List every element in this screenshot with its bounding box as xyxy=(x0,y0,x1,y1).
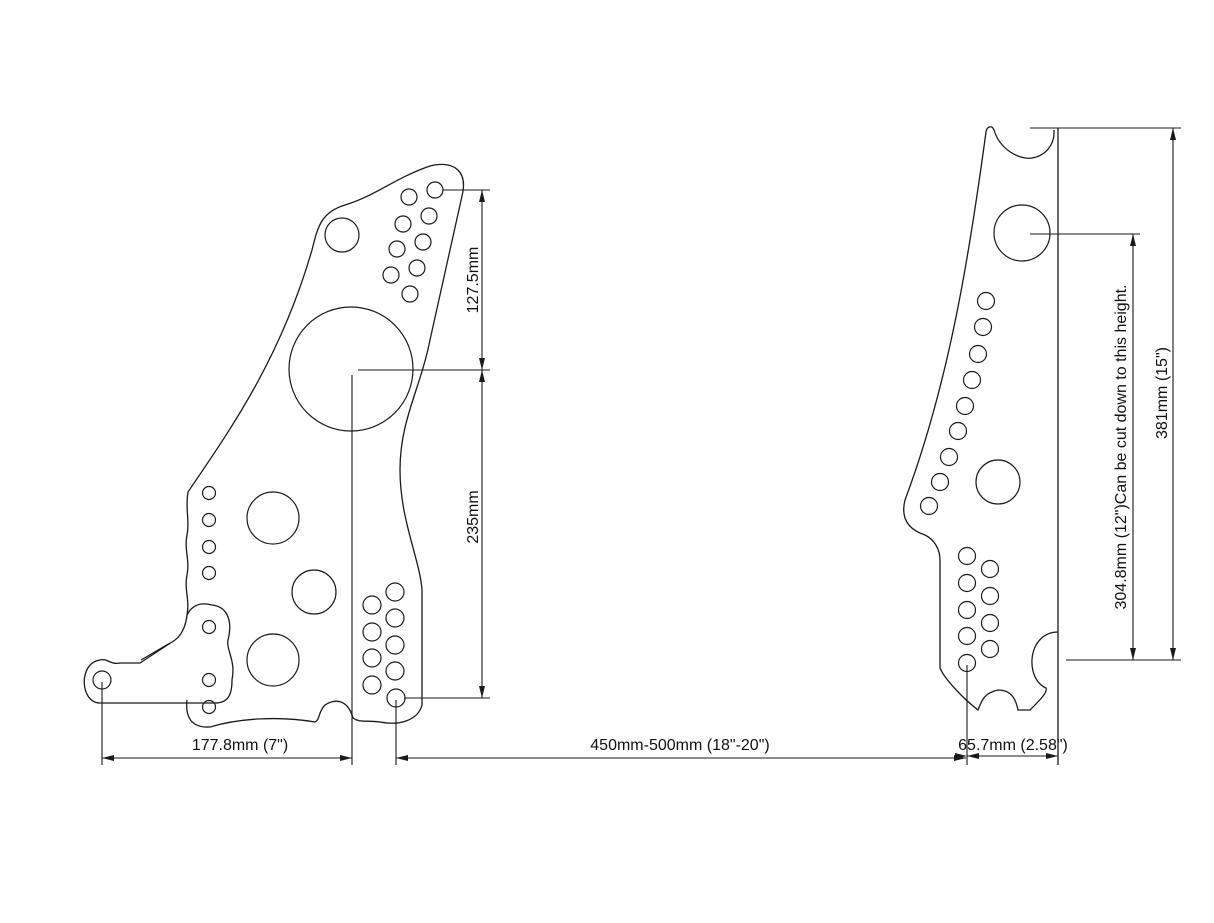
hole xyxy=(400,188,418,206)
left-bracket-arm-chamfer xyxy=(140,642,171,661)
hole xyxy=(414,233,432,251)
hole xyxy=(401,285,419,303)
right-bracket-outline xyxy=(903,126,1059,712)
hole xyxy=(201,619,217,635)
hole xyxy=(408,259,426,277)
hole-medium xyxy=(993,204,1051,262)
hole xyxy=(930,472,950,492)
dimension-304-8: 304.8mm (12")Can be cut down to this hei… xyxy=(1113,285,1130,610)
hole xyxy=(420,207,438,225)
hole xyxy=(362,675,382,695)
hole xyxy=(957,626,977,646)
hole-medium xyxy=(975,459,1021,505)
hole xyxy=(201,512,217,528)
span-dimension xyxy=(396,755,966,761)
hole xyxy=(388,240,406,258)
left-dimensions xyxy=(101,189,490,765)
dimension-235: 235mm xyxy=(465,490,482,543)
hole-medium xyxy=(291,569,337,615)
hole xyxy=(957,573,977,593)
hole-medium xyxy=(246,633,300,687)
hole xyxy=(980,613,1000,633)
dimension-177-8: 177.8mm (7") xyxy=(192,737,288,754)
hole xyxy=(385,582,405,602)
hole-large xyxy=(288,306,414,432)
right-bracket xyxy=(903,126,1059,765)
hole xyxy=(973,317,993,337)
hole xyxy=(201,672,217,688)
left-bracket-edge xyxy=(185,491,189,616)
hole xyxy=(385,608,405,628)
hole xyxy=(976,291,996,311)
right-bracket-top-notch xyxy=(993,129,1055,159)
hole xyxy=(201,565,217,581)
hole xyxy=(962,370,982,390)
hole xyxy=(385,661,405,681)
hole xyxy=(385,635,405,655)
hole xyxy=(980,559,1000,579)
dimension-65-7: 65.7mm (2.58") xyxy=(958,737,1068,754)
hole xyxy=(382,266,400,284)
hole xyxy=(426,181,444,199)
hole xyxy=(201,699,217,715)
left-bracket-arm xyxy=(83,603,234,704)
hole xyxy=(948,421,968,441)
hole xyxy=(980,586,1000,606)
left-bracket xyxy=(83,163,464,728)
dimension-450-500: 450mm-500mm (18"-20") xyxy=(590,737,769,754)
hole xyxy=(939,447,959,467)
dimension-381: 381mm (15") xyxy=(1154,347,1171,439)
dimension-127-5: 127.5mm xyxy=(465,247,482,314)
hole xyxy=(968,344,988,364)
hole xyxy=(201,485,217,501)
hole xyxy=(980,639,1000,659)
hole-medium xyxy=(246,491,300,545)
hole-medium xyxy=(324,217,360,253)
hole xyxy=(955,396,975,416)
hole xyxy=(394,215,412,233)
right-dimensions xyxy=(955,127,1181,765)
hole xyxy=(919,496,939,516)
hole xyxy=(362,595,382,615)
hole xyxy=(362,622,382,642)
hole xyxy=(957,546,977,566)
hole xyxy=(957,600,977,620)
hole xyxy=(201,539,217,555)
left-bracket-outline xyxy=(186,163,464,728)
hole xyxy=(362,648,382,668)
